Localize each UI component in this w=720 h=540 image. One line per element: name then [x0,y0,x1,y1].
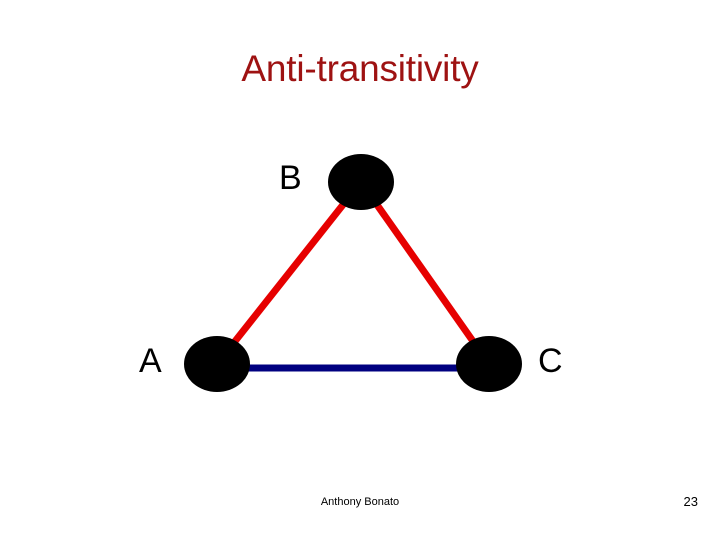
edge-b-c [358,179,492,367]
graph-node-label-a: A [139,342,162,380]
graph-node-c[interactable] [456,336,522,392]
graph-node-a[interactable] [184,336,250,392]
graph-node-b[interactable] [328,154,394,210]
edge-a-b [214,179,364,367]
graph-node-label-b: B [279,159,302,197]
footer-page-number: 23 [683,494,698,509]
footer-author: Anthony Bonato [320,496,400,508]
page-title: Anti-transitivity [241,48,479,89]
graph-node-label-c: C [538,342,563,380]
